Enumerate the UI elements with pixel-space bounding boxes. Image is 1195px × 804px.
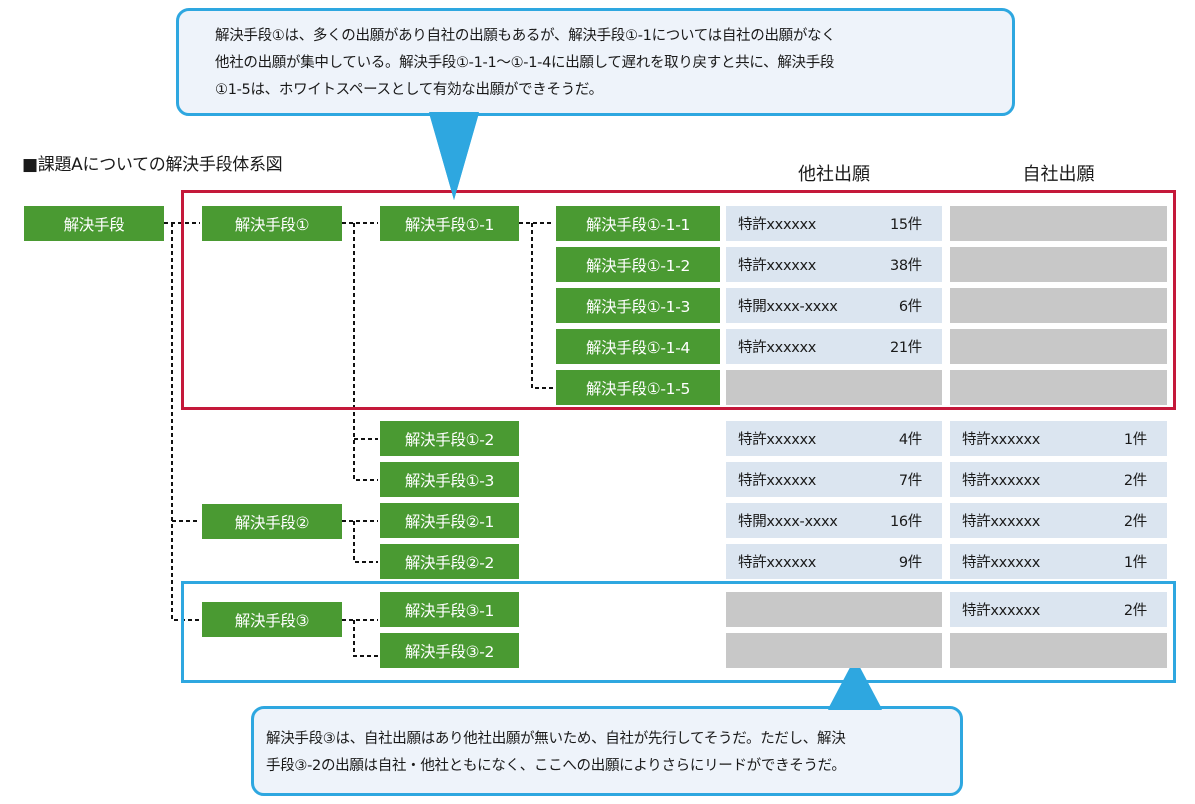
cell-own-row-2 xyxy=(950,247,1167,282)
node-solution-3-2: 解決手段③-2 xyxy=(380,633,519,668)
cell-own-row-9: 特許xxxxxx 1件 xyxy=(950,544,1167,579)
bottom-callout: 解決手段③は、自社出願はあり他社出願が無いため、自社が先行してそうだ。ただし、解… xyxy=(251,706,963,796)
connector-2 xyxy=(342,520,378,563)
patent-number: 特許xxxxxx xyxy=(738,258,817,274)
patent-number: 特許xxxxxx xyxy=(738,555,817,571)
highlight-frame-solution-3 xyxy=(181,581,1176,683)
cell-own-row-10: 特許xxxxxx 2件 xyxy=(950,592,1167,627)
cell-own-row-6: 特許xxxxxx 1件 xyxy=(950,421,1167,456)
cell-others-row-4: 特許xxxxxx 21件 xyxy=(726,329,942,364)
node-root: 解決手段 xyxy=(24,206,164,241)
callout-line: 解決手段①は、多くの出願があり自社の出願もあるが、解決手段①-1については自社の… xyxy=(215,28,836,44)
top-callout-pointer xyxy=(429,113,479,200)
diagram-title: ■課題Aについての解決手段体系図 xyxy=(22,155,283,175)
node-solution-1-1-5: 解決手段①-1-5 xyxy=(556,370,720,405)
patent-number: 特許xxxxxx xyxy=(962,473,1041,489)
connector-3 xyxy=(342,619,378,657)
patent-number: 特開xxxx-xxxx xyxy=(738,299,838,315)
cell-own-row-3 xyxy=(950,288,1167,323)
cell-others-row-5 xyxy=(726,370,942,405)
patent-count: 4件 xyxy=(898,432,922,448)
patent-count: 21件 xyxy=(889,340,922,356)
patent-number: 特許xxxxxx xyxy=(962,603,1041,619)
patent-count: 2件 xyxy=(1123,473,1147,489)
connector-1 xyxy=(342,222,378,481)
column-header-others: 他社出願 xyxy=(798,164,870,185)
patent-count: 2件 xyxy=(1123,603,1147,619)
patent-count: 1件 xyxy=(1123,555,1147,571)
patent-number: 特許xxxxxx xyxy=(962,514,1041,530)
cell-others-row-1: 特許xxxxxx 15件 xyxy=(726,206,942,241)
node-solution-2-1: 解決手段②-1 xyxy=(380,503,519,538)
node-solution-3-1: 解決手段③-1 xyxy=(380,592,519,627)
patent-count: 9件 xyxy=(898,555,922,571)
cell-own-row-7: 特許xxxxxx 2件 xyxy=(950,462,1167,497)
node-solution-3: 解決手段③ xyxy=(202,602,342,637)
callout-line: ①1-5は、ホワイトスペースとして有効な出願ができそうだ。 xyxy=(215,82,603,98)
patent-count: 38件 xyxy=(889,258,922,274)
patent-number: 特開xxxx-xxxx xyxy=(738,514,838,530)
patent-number: 特許xxxxxx xyxy=(962,432,1041,448)
cell-others-row-7: 特許xxxxxx 7件 xyxy=(726,462,942,497)
node-solution-1: 解決手段① xyxy=(202,206,342,241)
patent-count: 1件 xyxy=(1123,432,1147,448)
node-solution-1-2: 解決手段①-2 xyxy=(380,421,519,456)
patent-number: 特許xxxxxx xyxy=(738,473,817,489)
node-solution-2: 解決手段② xyxy=(202,504,342,539)
patent-count: 2件 xyxy=(1123,514,1147,530)
patent-count: 7件 xyxy=(898,473,922,489)
cell-own-row-4 xyxy=(950,329,1167,364)
callout-line: 手段③-2の出願は自社・他社ともになく、ここへの出願によりさらにリードができそう… xyxy=(266,758,846,774)
node-solution-1-1-1: 解決手段①-1-1 xyxy=(556,206,720,241)
patent-count: 15件 xyxy=(889,217,922,233)
cell-others-row-9: 特許xxxxxx 9件 xyxy=(726,544,942,579)
cell-others-row-3: 特開xxxx-xxxx 6件 xyxy=(726,288,942,323)
node-solution-1-1-4: 解決手段①-1-4 xyxy=(556,329,720,364)
cell-others-row-2: 特許xxxxxx 38件 xyxy=(726,247,942,282)
cell-own-row-1 xyxy=(950,206,1167,241)
highlight-frame-solution-1-1 xyxy=(181,190,1176,410)
callout-line: 他社の出願が集中している。解決手段①-1-1〜①-1-4に出願して遅れを取り戻す… xyxy=(215,55,835,71)
patent-number: 特許xxxxxx xyxy=(738,217,817,233)
node-solution-1-1-3: 解決手段①-1-3 xyxy=(556,288,720,323)
top-callout: 解決手段①は、多くの出願があり自社の出願もあるが、解決手段①-1については自社の… xyxy=(176,8,1015,116)
patent-number: 特許xxxxxx xyxy=(738,340,817,356)
patent-number: 特許xxxxxx xyxy=(738,432,817,448)
cell-own-row-11 xyxy=(950,633,1167,668)
node-solution-2-2: 解決手段②-2 xyxy=(380,544,519,579)
cell-own-row-8: 特許xxxxxx 2件 xyxy=(950,503,1167,538)
cell-others-row-6: 特許xxxxxx 4件 xyxy=(726,421,942,456)
column-header-own: 自社出願 xyxy=(1022,164,1095,185)
cell-others-row-8: 特開xxxx-xxxx 16件 xyxy=(726,503,942,538)
patent-number: 特許xxxxxx xyxy=(962,555,1041,571)
patent-count: 16件 xyxy=(889,514,922,530)
connector-1-1 xyxy=(519,222,554,389)
node-solution-1-1: 解決手段①-1 xyxy=(380,206,519,241)
cell-others-row-10 xyxy=(726,592,942,627)
patent-count: 6件 xyxy=(898,299,922,315)
cell-own-row-5 xyxy=(950,370,1167,405)
node-solution-1-1-2: 解決手段①-1-2 xyxy=(556,247,720,282)
node-solution-1-3: 解決手段①-3 xyxy=(380,462,519,497)
cell-others-row-11 xyxy=(726,633,942,668)
callout-line: 解決手段③は、自社出願はあり他社出願が無いため、自社が先行してそうだ。ただし、解… xyxy=(266,731,846,747)
